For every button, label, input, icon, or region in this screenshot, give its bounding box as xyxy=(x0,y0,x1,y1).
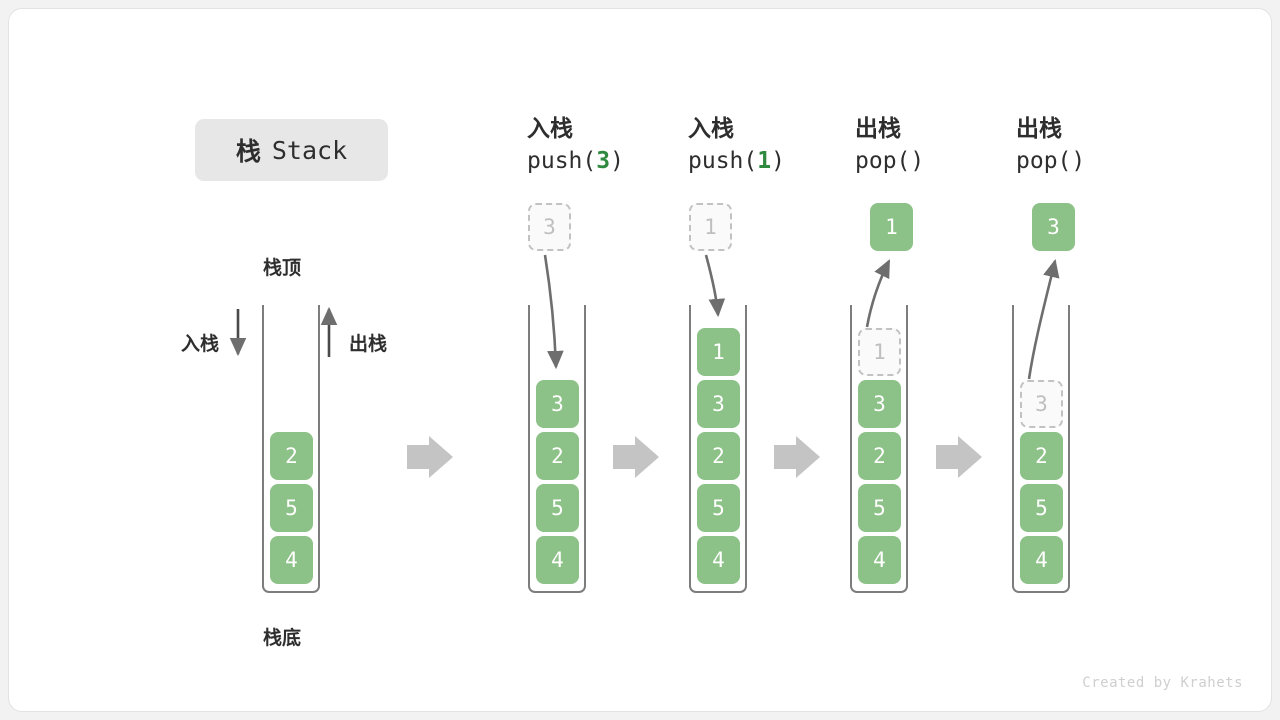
stack-element-2-2: 2 xyxy=(697,432,740,480)
transition-arrow-icon-1 xyxy=(613,436,659,478)
stage-header-1: 入栈 push(3) xyxy=(527,113,677,179)
stack-element-4-1: 5 xyxy=(1020,484,1063,532)
stage-header-4: 出栈 pop() xyxy=(1016,113,1166,179)
stage-header-2: 入栈 push(1) xyxy=(688,113,838,179)
title-en: Stack xyxy=(271,135,348,165)
call-suffix-1: ) xyxy=(610,148,624,174)
stage-header-3: 出栈 pop() xyxy=(855,113,1005,179)
stack-element-0-1: 5 xyxy=(270,484,313,532)
stage-op-label-1: 入栈 xyxy=(527,115,573,141)
floating-element-4: 3 xyxy=(1032,203,1075,251)
label-stack-bottom: 栈底 xyxy=(263,628,302,649)
label-pop-side: 出栈 xyxy=(349,334,388,355)
label-stack-top: 栈顶 xyxy=(263,258,302,279)
stage-call-1: push(3) xyxy=(527,143,677,179)
stack-element-2-0: 1 xyxy=(697,328,740,376)
stack-element-1-1: 2 xyxy=(536,432,579,480)
stack-container-1 xyxy=(528,305,586,593)
call-prefix-3: pop( xyxy=(855,148,911,174)
stack-element-3-3: 4 xyxy=(858,536,901,584)
call-prefix-1: push( xyxy=(527,148,597,174)
call-arg-1: 3 xyxy=(596,148,611,174)
stage-call-2: push(1) xyxy=(688,143,838,179)
call-suffix-2: ) xyxy=(771,148,785,174)
label-push-side: 入栈 xyxy=(181,334,220,355)
stack-container-0 xyxy=(262,305,320,593)
footer-credit: Created by Krahets xyxy=(1082,675,1243,691)
stage-op-label-2: 入栈 xyxy=(688,115,734,141)
floating-element-3: 1 xyxy=(870,203,913,251)
call-arg-2: 1 xyxy=(757,148,772,174)
stack-element-2-4: 4 xyxy=(697,536,740,584)
stack-element-0-2: 4 xyxy=(270,536,313,584)
stack-element-1-2: 5 xyxy=(536,484,579,532)
stack-element-3-0: 3 xyxy=(858,380,901,428)
stack-container-3 xyxy=(850,305,908,593)
transition-arrow-icon-0 xyxy=(407,436,453,478)
stage-op-label-3: 出栈 xyxy=(855,115,901,141)
stack-container-2 xyxy=(689,305,747,593)
call-suffix-3: ) xyxy=(910,148,925,174)
diagram-card: 栈 Stack 入栈 push(3) 入栈 push(1) 出栈 pop() 出… xyxy=(8,8,1272,712)
title-cn: 栈 xyxy=(235,138,262,166)
stack-element-1-3: 4 xyxy=(536,536,579,584)
stage-call-4: pop() xyxy=(1016,143,1166,179)
stack-element-3-1: 2 xyxy=(858,432,901,480)
stack-element-3-2: 5 xyxy=(858,484,901,532)
diagram-title-badge: 栈 Stack xyxy=(195,119,388,181)
floating-element-1: 3 xyxy=(528,203,571,251)
ghost-element-3: 1 xyxy=(858,328,901,376)
transition-arrow-icon-2 xyxy=(774,436,820,478)
floating-element-2: 1 xyxy=(689,203,732,251)
call-suffix-4: ) xyxy=(1071,148,1086,174)
call-prefix-4: pop( xyxy=(1016,148,1072,174)
ghost-element-4: 3 xyxy=(1020,380,1063,428)
stack-element-2-3: 5 xyxy=(697,484,740,532)
stack-element-4-2: 4 xyxy=(1020,536,1063,584)
stage-op-label-4: 出栈 xyxy=(1016,115,1062,141)
stage-call-3: pop() xyxy=(855,143,1005,179)
stack-element-2-1: 3 xyxy=(697,380,740,428)
stack-element-0-0: 2 xyxy=(270,432,313,480)
stack-element-1-0: 3 xyxy=(536,380,579,428)
stack-container-4 xyxy=(1012,305,1070,593)
stack-element-4-0: 2 xyxy=(1020,432,1063,480)
transition-arrow-icon-3 xyxy=(936,436,982,478)
call-prefix-2: push( xyxy=(688,148,758,174)
